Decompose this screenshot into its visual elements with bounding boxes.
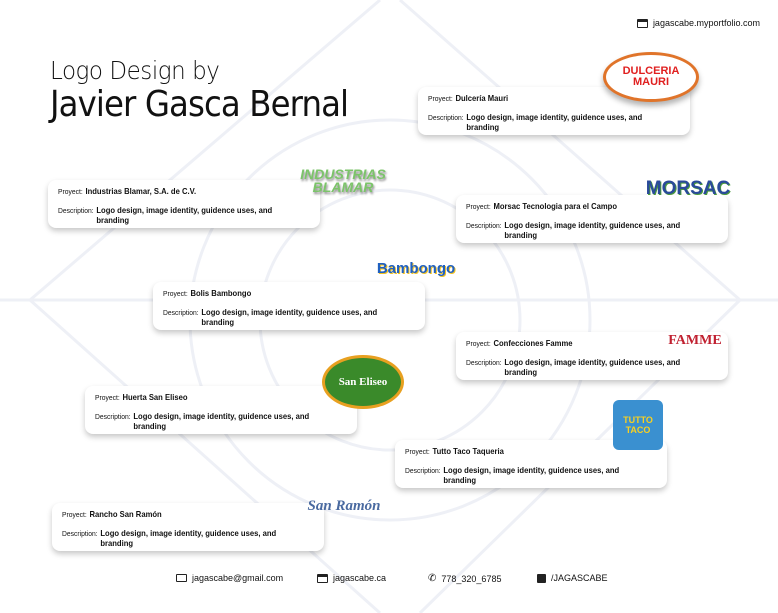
project-name: Confecciones Famme	[493, 338, 573, 348]
project-card: Proyect:Morsac Tecnologia para el Campo …	[456, 195, 728, 243]
phone-icon: ✆	[428, 573, 437, 584]
project-name: Dulcería Mauri	[455, 93, 509, 103]
logo-dulceria-mauri: DULCERIA MAURI	[603, 52, 699, 102]
project-description: Logo design, image identity, guidence us…	[133, 411, 310, 431]
logo-tutto-taco: TUTTO TACO	[613, 400, 663, 450]
footer-phone[interactable]: ✆778_320_6785	[428, 573, 502, 584]
footer-email[interactable]: jagascabe@gmail.com	[176, 573, 283, 583]
mail-icon	[176, 574, 187, 582]
browser-icon	[636, 18, 648, 28]
logo-morsac: MORSAC	[645, 178, 731, 199]
logo-huerta-san-eliseo: San Eliseo	[322, 355, 404, 409]
project-name: Morsac Tecnologia para el Campo	[493, 201, 618, 211]
project-description: Logo design, image identity, guidence us…	[504, 357, 681, 377]
project-card: Proyect:Industrias Blamar, S.A. de C.V. …	[48, 180, 320, 228]
logo-bolis-bambongo: Bambongo	[376, 259, 456, 277]
browser-icon	[317, 573, 328, 583]
footer-social[interactable]: /JAGASCABE	[537, 573, 608, 583]
project-description: Logo design, image identity, guidence us…	[100, 528, 277, 548]
project-card: Proyect:Bolis Bambongo Description:Logo …	[153, 282, 425, 330]
project-description: Logo design, image identity, guidence us…	[201, 307, 378, 327]
project-name: Rancho San Ramón	[89, 509, 162, 519]
logo-industrias-blamar: INDUSTRIAS BLAMAR	[300, 166, 386, 195]
project-card: Proyect:Confecciones Famme Description:L…	[456, 332, 728, 380]
page-title-line1: Logo Design by	[50, 56, 220, 85]
logo-confecciones-famme: FAMME	[668, 333, 722, 348]
project-name: Tutto Taco Taqueria	[432, 446, 504, 456]
portfolio-link[interactable]: jagascabe.myportfolio.com	[636, 18, 760, 28]
project-description: Logo design, image identity, guidence us…	[466, 112, 643, 132]
project-description: Logo design, image identity, guidence us…	[504, 220, 681, 240]
project-name: Industrias Blamar, S.A. de C.V.	[85, 186, 197, 196]
page-title-line2: Javier Gasca Bernal	[50, 84, 349, 125]
project-description: Logo design, image identity, guidence us…	[96, 205, 273, 225]
project-name: Bolis Bambongo	[190, 288, 252, 298]
behance-icon	[537, 573, 546, 583]
project-card: Proyect:Huerta San Eliseo Description:Lo…	[85, 386, 357, 434]
logo-rancho-san-ramon: San Ramón	[307, 497, 381, 514]
project-name: Huerta San Eliseo	[122, 392, 188, 402]
project-description: Logo design, image identity, guidence us…	[443, 465, 620, 485]
footer-website[interactable]: jagascabe.ca	[317, 573, 386, 583]
project-card: Proyect:Rancho San Ramón Description:Log…	[52, 503, 324, 551]
